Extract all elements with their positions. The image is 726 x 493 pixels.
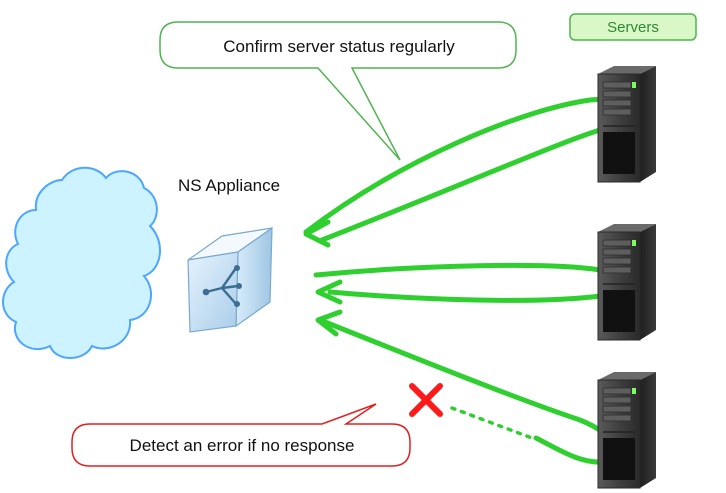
broken-response-line [450,406,534,440]
server-group [597,66,656,489]
arrowhead-server-1 [303,219,331,248]
appliance-label: NS Appliance [178,176,280,195]
callout-top-text: Confirm server status regularly [223,37,455,56]
servers-badge: Servers [569,13,697,41]
network-cloud-icon [2,166,162,359]
server-tower-icon [597,372,656,489]
server-tower-icon [597,224,656,341]
arrowheads [303,219,343,337]
arrow-server-1 [303,97,624,243]
monitoring-arrows [303,97,628,465]
callout-bottom: Detect an error if no response [71,403,411,467]
ns-appliance-icon [187,226,273,333]
arrowhead-server-3 [315,309,343,337]
error-x-icon [409,383,443,417]
arrowhead-server-2 [315,279,343,305]
servers-label: Servers [607,19,659,36]
callout-bottom-text: Detect an error if no response [130,436,355,455]
arrow-server-3 [317,317,620,465]
callout-top: Confirm server status regularly [159,21,517,161]
server-tower-icon [597,66,656,183]
arrow-server-2 [313,262,628,303]
